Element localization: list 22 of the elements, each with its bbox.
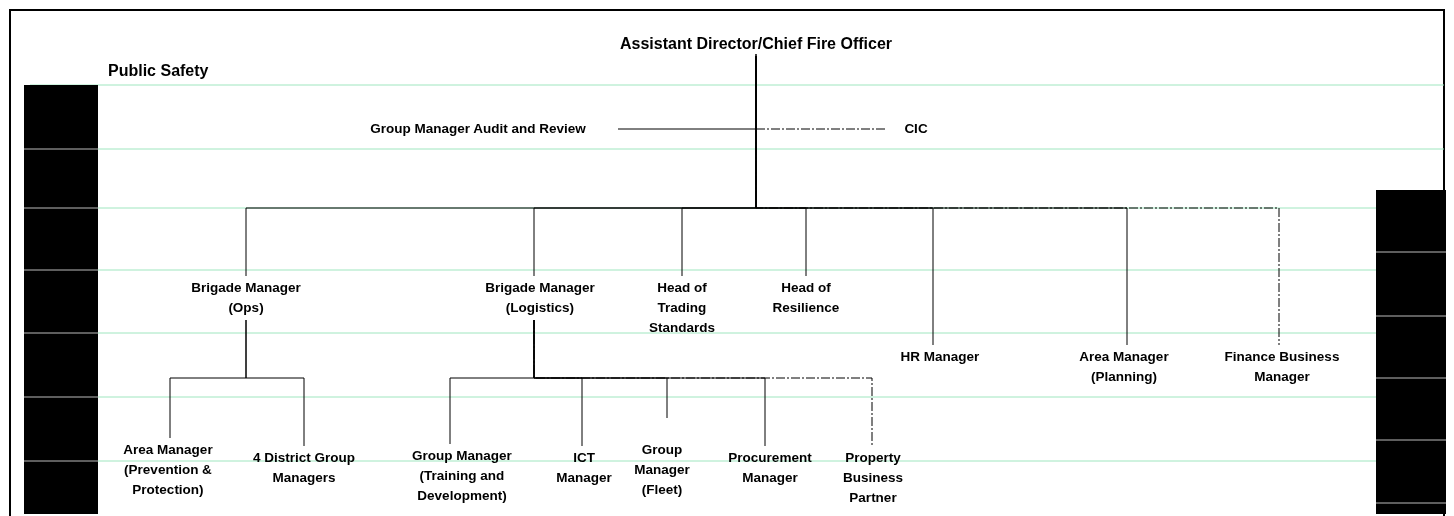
org-role-label: Group Manager (Fleet) xyxy=(633,441,691,499)
connector-line xyxy=(617,53,757,130)
connector-line xyxy=(245,319,305,447)
org-role-label: Area Manager (Prevention & Protection) xyxy=(122,441,214,499)
org-role-label: ICT Manager xyxy=(555,449,613,487)
org-role-label: Brigade Manager (Logistics) xyxy=(484,279,596,317)
section-heading: Public Safety xyxy=(108,62,209,80)
org-role-label: Head of Resilience xyxy=(771,279,841,317)
org-role-label: Area Manager (Planning) xyxy=(1078,348,1170,386)
org-role-label: Group Manager (Training and Development) xyxy=(411,447,513,505)
org-role-label: Property Business Partner xyxy=(842,449,904,507)
org-role-label: Assistant Director/Chief Fire Officer xyxy=(618,34,894,54)
org-role-label: Finance Business Manager xyxy=(1223,348,1341,386)
org-role-label: Group Manager Audit and Review xyxy=(369,120,587,138)
org-role-label: Brigade Manager (Ops) xyxy=(191,279,301,317)
org-role-label: Procurement Manager xyxy=(727,449,813,487)
org-role-label: CIC xyxy=(903,120,929,138)
org-role-label: HR Manager xyxy=(899,348,981,366)
org-role-label: 4 District Group Managers xyxy=(252,449,356,487)
connector-line xyxy=(755,55,1128,346)
org-role-label: Head of Trading Standards xyxy=(648,279,716,337)
connector-line xyxy=(533,319,766,447)
